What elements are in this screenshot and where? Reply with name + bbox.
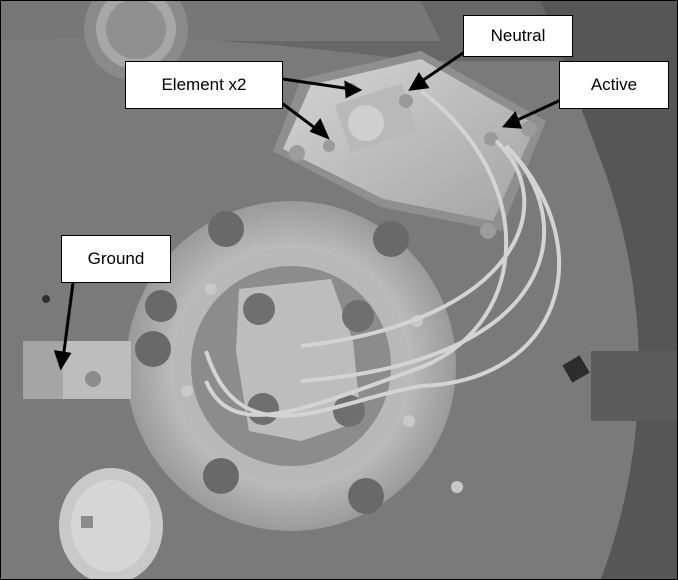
neutral-terminal-screw	[399, 94, 413, 108]
element-label: Element x2	[125, 61, 283, 109]
active-label: Active	[559, 61, 669, 109]
ground-label: Ground	[61, 235, 171, 283]
active-terminal-screw	[484, 132, 498, 146]
neutral-label: Neutral	[463, 15, 573, 57]
element-flange	[126, 201, 456, 531]
element-terminal-screw	[323, 140, 335, 152]
